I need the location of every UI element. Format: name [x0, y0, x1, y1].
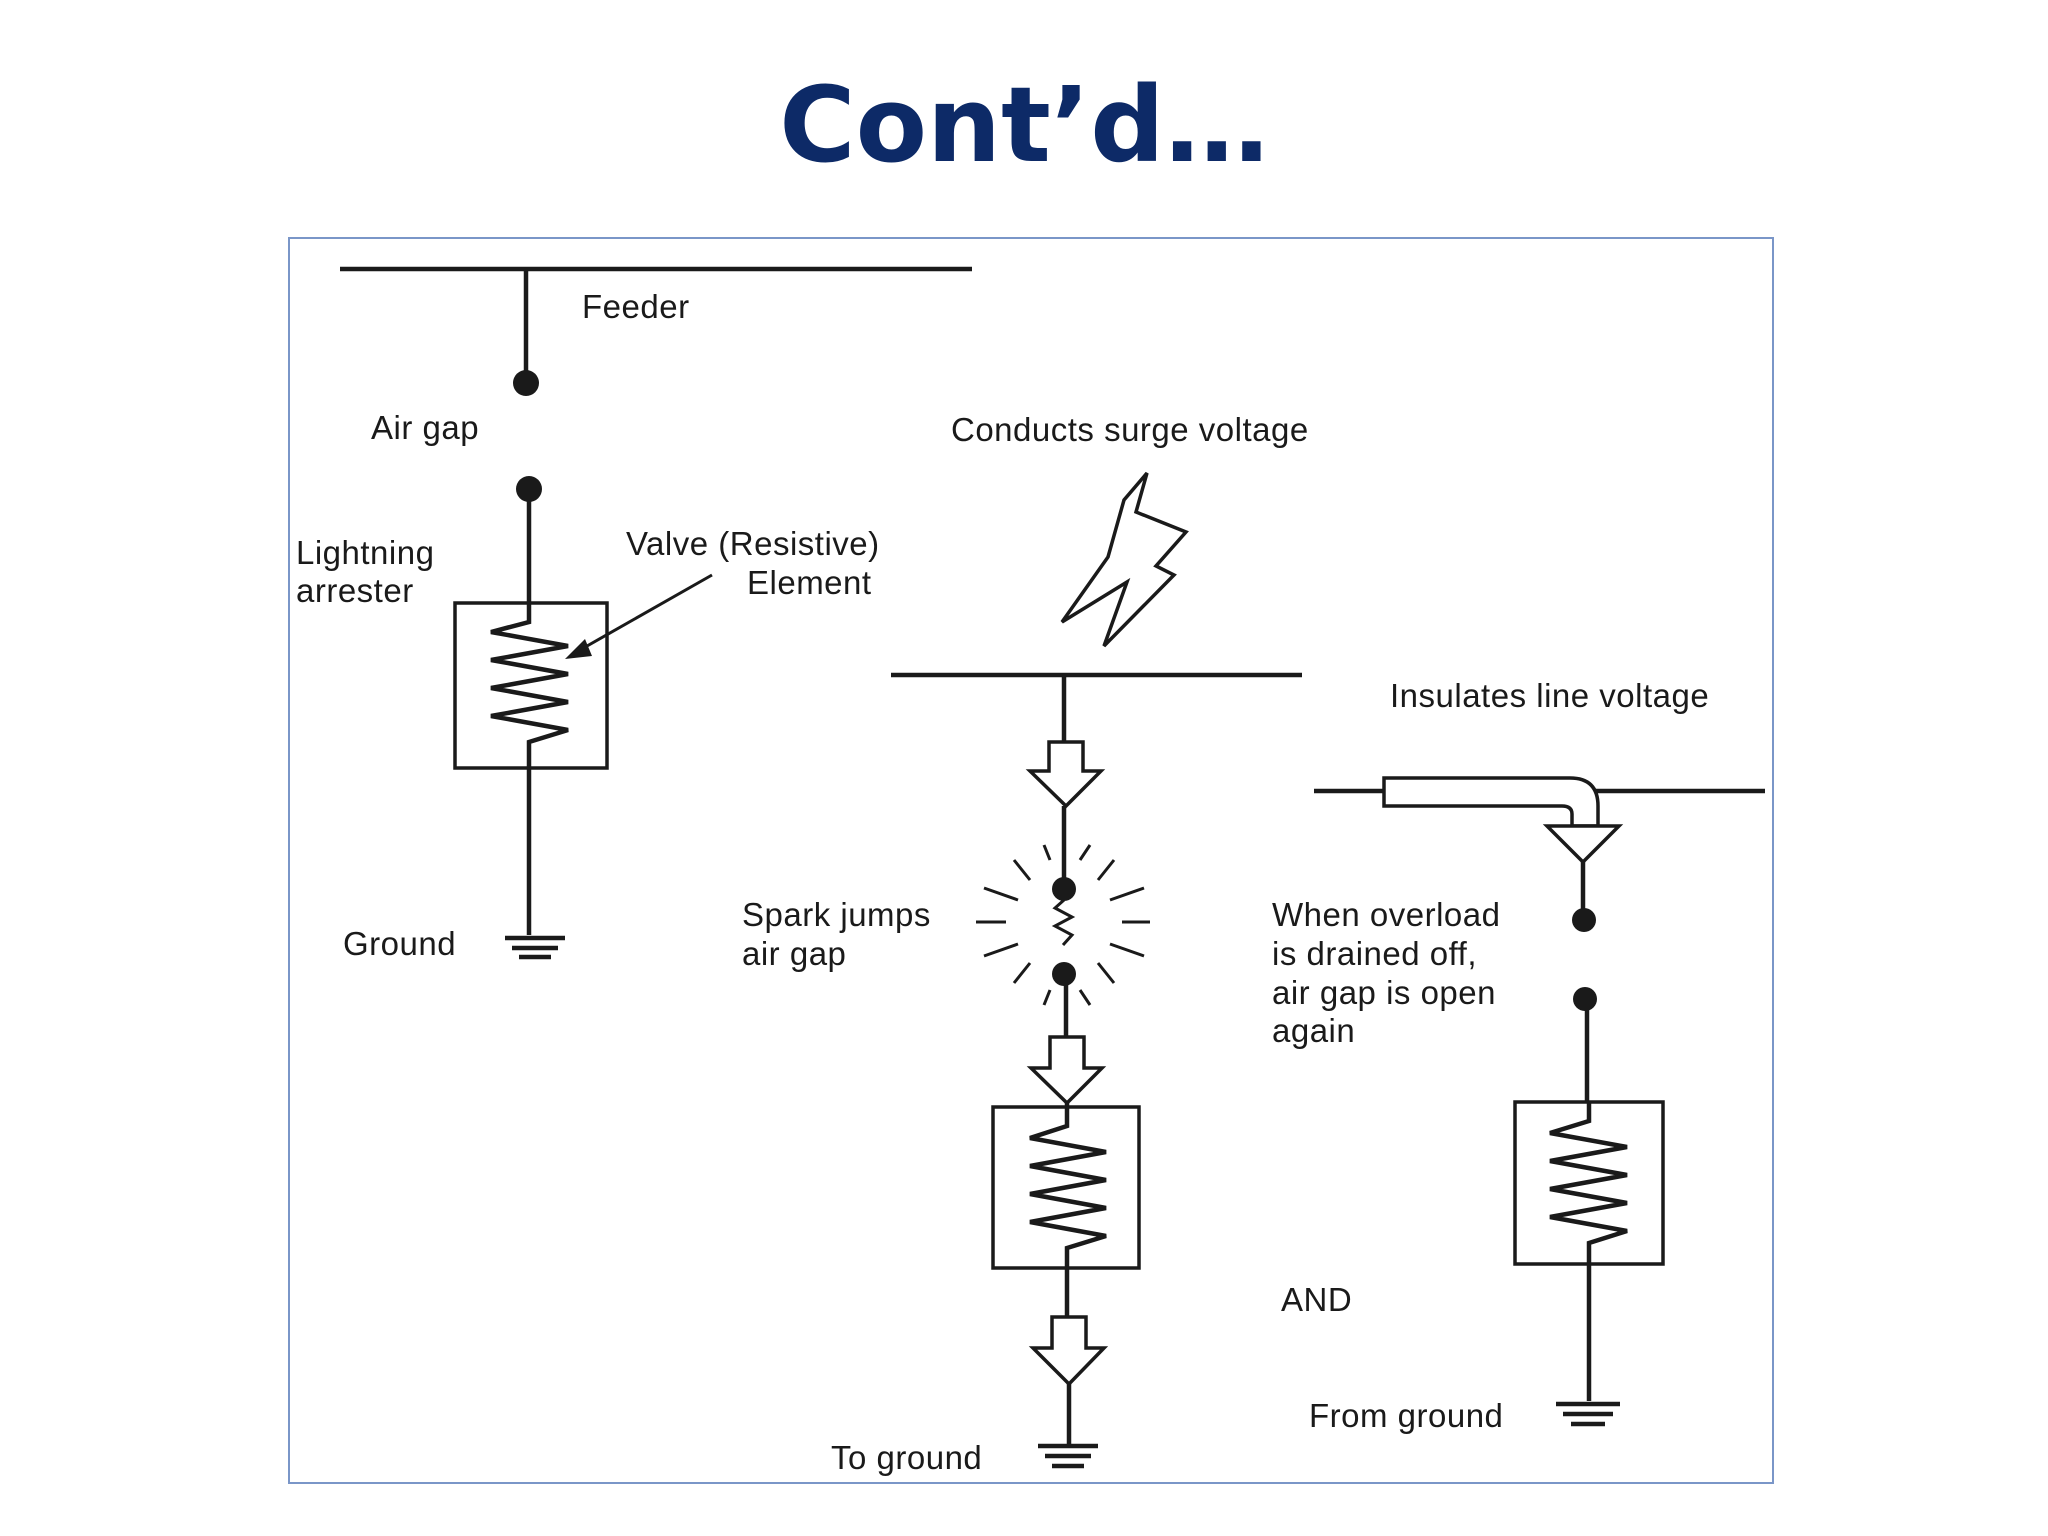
to-ground-label: To ground: [831, 1439, 982, 1476]
spark-zigzag: [1051, 898, 1076, 947]
from-ground-symbol: [1556, 1401, 1620, 1427]
lightning-bolt-icon: [1060, 471, 1189, 648]
downward-arrow-3: [1028, 1315, 1109, 1387]
insulates-label: Insulates line voltage: [1390, 677, 1709, 714]
to-ground-symbol: [1038, 1443, 1098, 1469]
slide-title: Cont’d…: [779, 64, 1269, 186]
valve-label-line1: Valve (Resistive): [626, 525, 880, 562]
right-downward-arrow: [1542, 824, 1624, 865]
overload-label-line4: again: [1272, 1012, 1355, 1049]
arrester-label-line2: arrester: [296, 572, 414, 609]
overload-label-line2: is drained off,: [1272, 935, 1477, 972]
spark-rays: [976, 844, 1150, 1006]
feeder-label: Feeder: [582, 288, 690, 325]
spark-label-line1: Spark jumps: [742, 896, 931, 933]
valve-label-line2: Element: [747, 564, 872, 601]
ground-symbol: [505, 935, 565, 960]
middle-resistor-zigzag: [1029, 1107, 1107, 1268]
right-panel: Insulates line voltage When overload is …: [1272, 677, 1765, 1434]
valve-pointer-arrowhead: [565, 639, 592, 659]
surge-label: Conducts surge voltage: [951, 411, 1309, 448]
overload-label-line3: air gap is open: [1272, 974, 1496, 1011]
air-gap-label: Air gap: [371, 409, 479, 446]
ground-label: Ground: [343, 925, 456, 962]
downward-arrow-2: [1026, 1035, 1107, 1106]
valve-resistor-zigzag: [490, 603, 569, 768]
air-gap-upper-terminal: [513, 370, 539, 396]
right-resistor-zigzag: [1549, 1102, 1628, 1264]
diagram-frame: [288, 237, 1774, 1484]
and-label: AND: [1281, 1281, 1352, 1318]
middle-panel: Conducts surge voltage Spark jumps air g…: [742, 411, 1309, 1476]
spark-gap-upper-terminal: [1052, 877, 1076, 901]
downward-arrow-1: [1025, 740, 1106, 809]
spark-label-line2: air gap: [742, 935, 846, 972]
from-ground-label: From ground: [1309, 1397, 1503, 1434]
right-air-gap-upper-terminal: [1572, 908, 1596, 932]
valve-pointer-line: [579, 573, 713, 652]
arrester-label-line1: Lightning: [296, 534, 434, 571]
insulator-sleeve: [1382, 776, 1600, 828]
overload-label-line1: When overload: [1272, 896, 1500, 933]
left-panel: Feeder Air gap Lightning arrester Valve …: [296, 266, 972, 962]
